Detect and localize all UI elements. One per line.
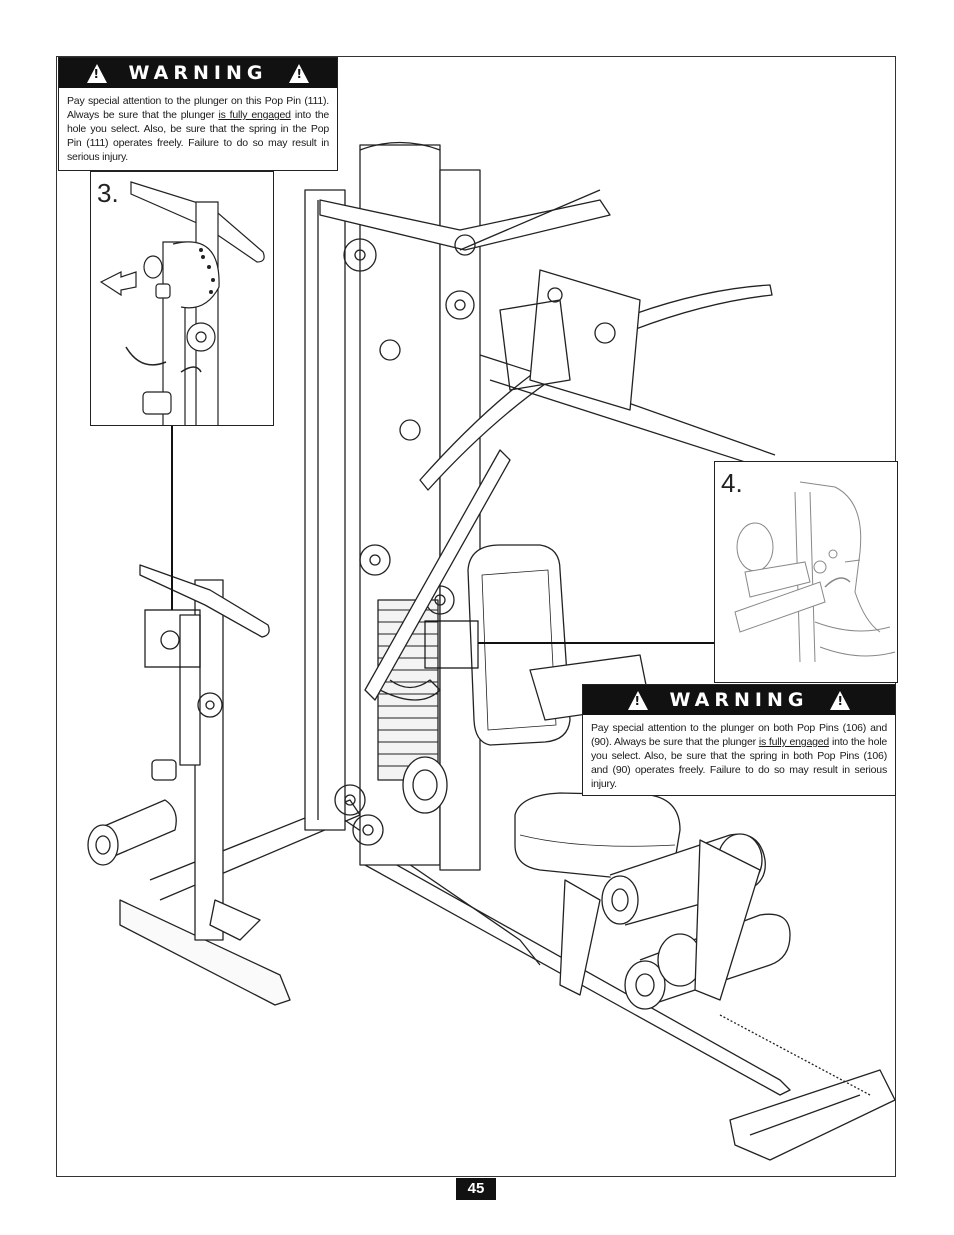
page-number: 45 — [456, 1178, 496, 1200]
step-4-detail-drawing — [715, 462, 898, 683]
step-3-detail-drawing — [91, 172, 274, 425]
home-gym-illustration — [57, 57, 895, 1176]
warning-header: ! WARNING ! — [583, 685, 895, 715]
warning-triangle-icon: ! — [289, 63, 310, 83]
warning-triangle-icon: ! — [86, 63, 107, 83]
step-4-label: 4. — [721, 468, 743, 498]
warning-triangle-icon: ! — [627, 690, 648, 710]
warning-box-right: ! WARNING ! Pay special attention to the… — [582, 684, 896, 796]
step-3-label: 3. — [97, 178, 119, 208]
step-3-inset: 3. — [90, 171, 274, 426]
warning-text: Pay special attention to the plunger on … — [67, 95, 329, 163]
warning-box-top: ! WARNING ! Pay special attention to the… — [58, 57, 338, 171]
warning-triangle-icon: ! — [830, 690, 851, 710]
warning-title: WARNING — [128, 62, 268, 84]
warning-text: Pay special attention to the plunger on … — [591, 722, 887, 790]
step-4-inset: 4. — [714, 461, 898, 683]
warning-title: WARNING — [669, 689, 809, 711]
warning-header: ! WARNING ! — [59, 58, 337, 88]
